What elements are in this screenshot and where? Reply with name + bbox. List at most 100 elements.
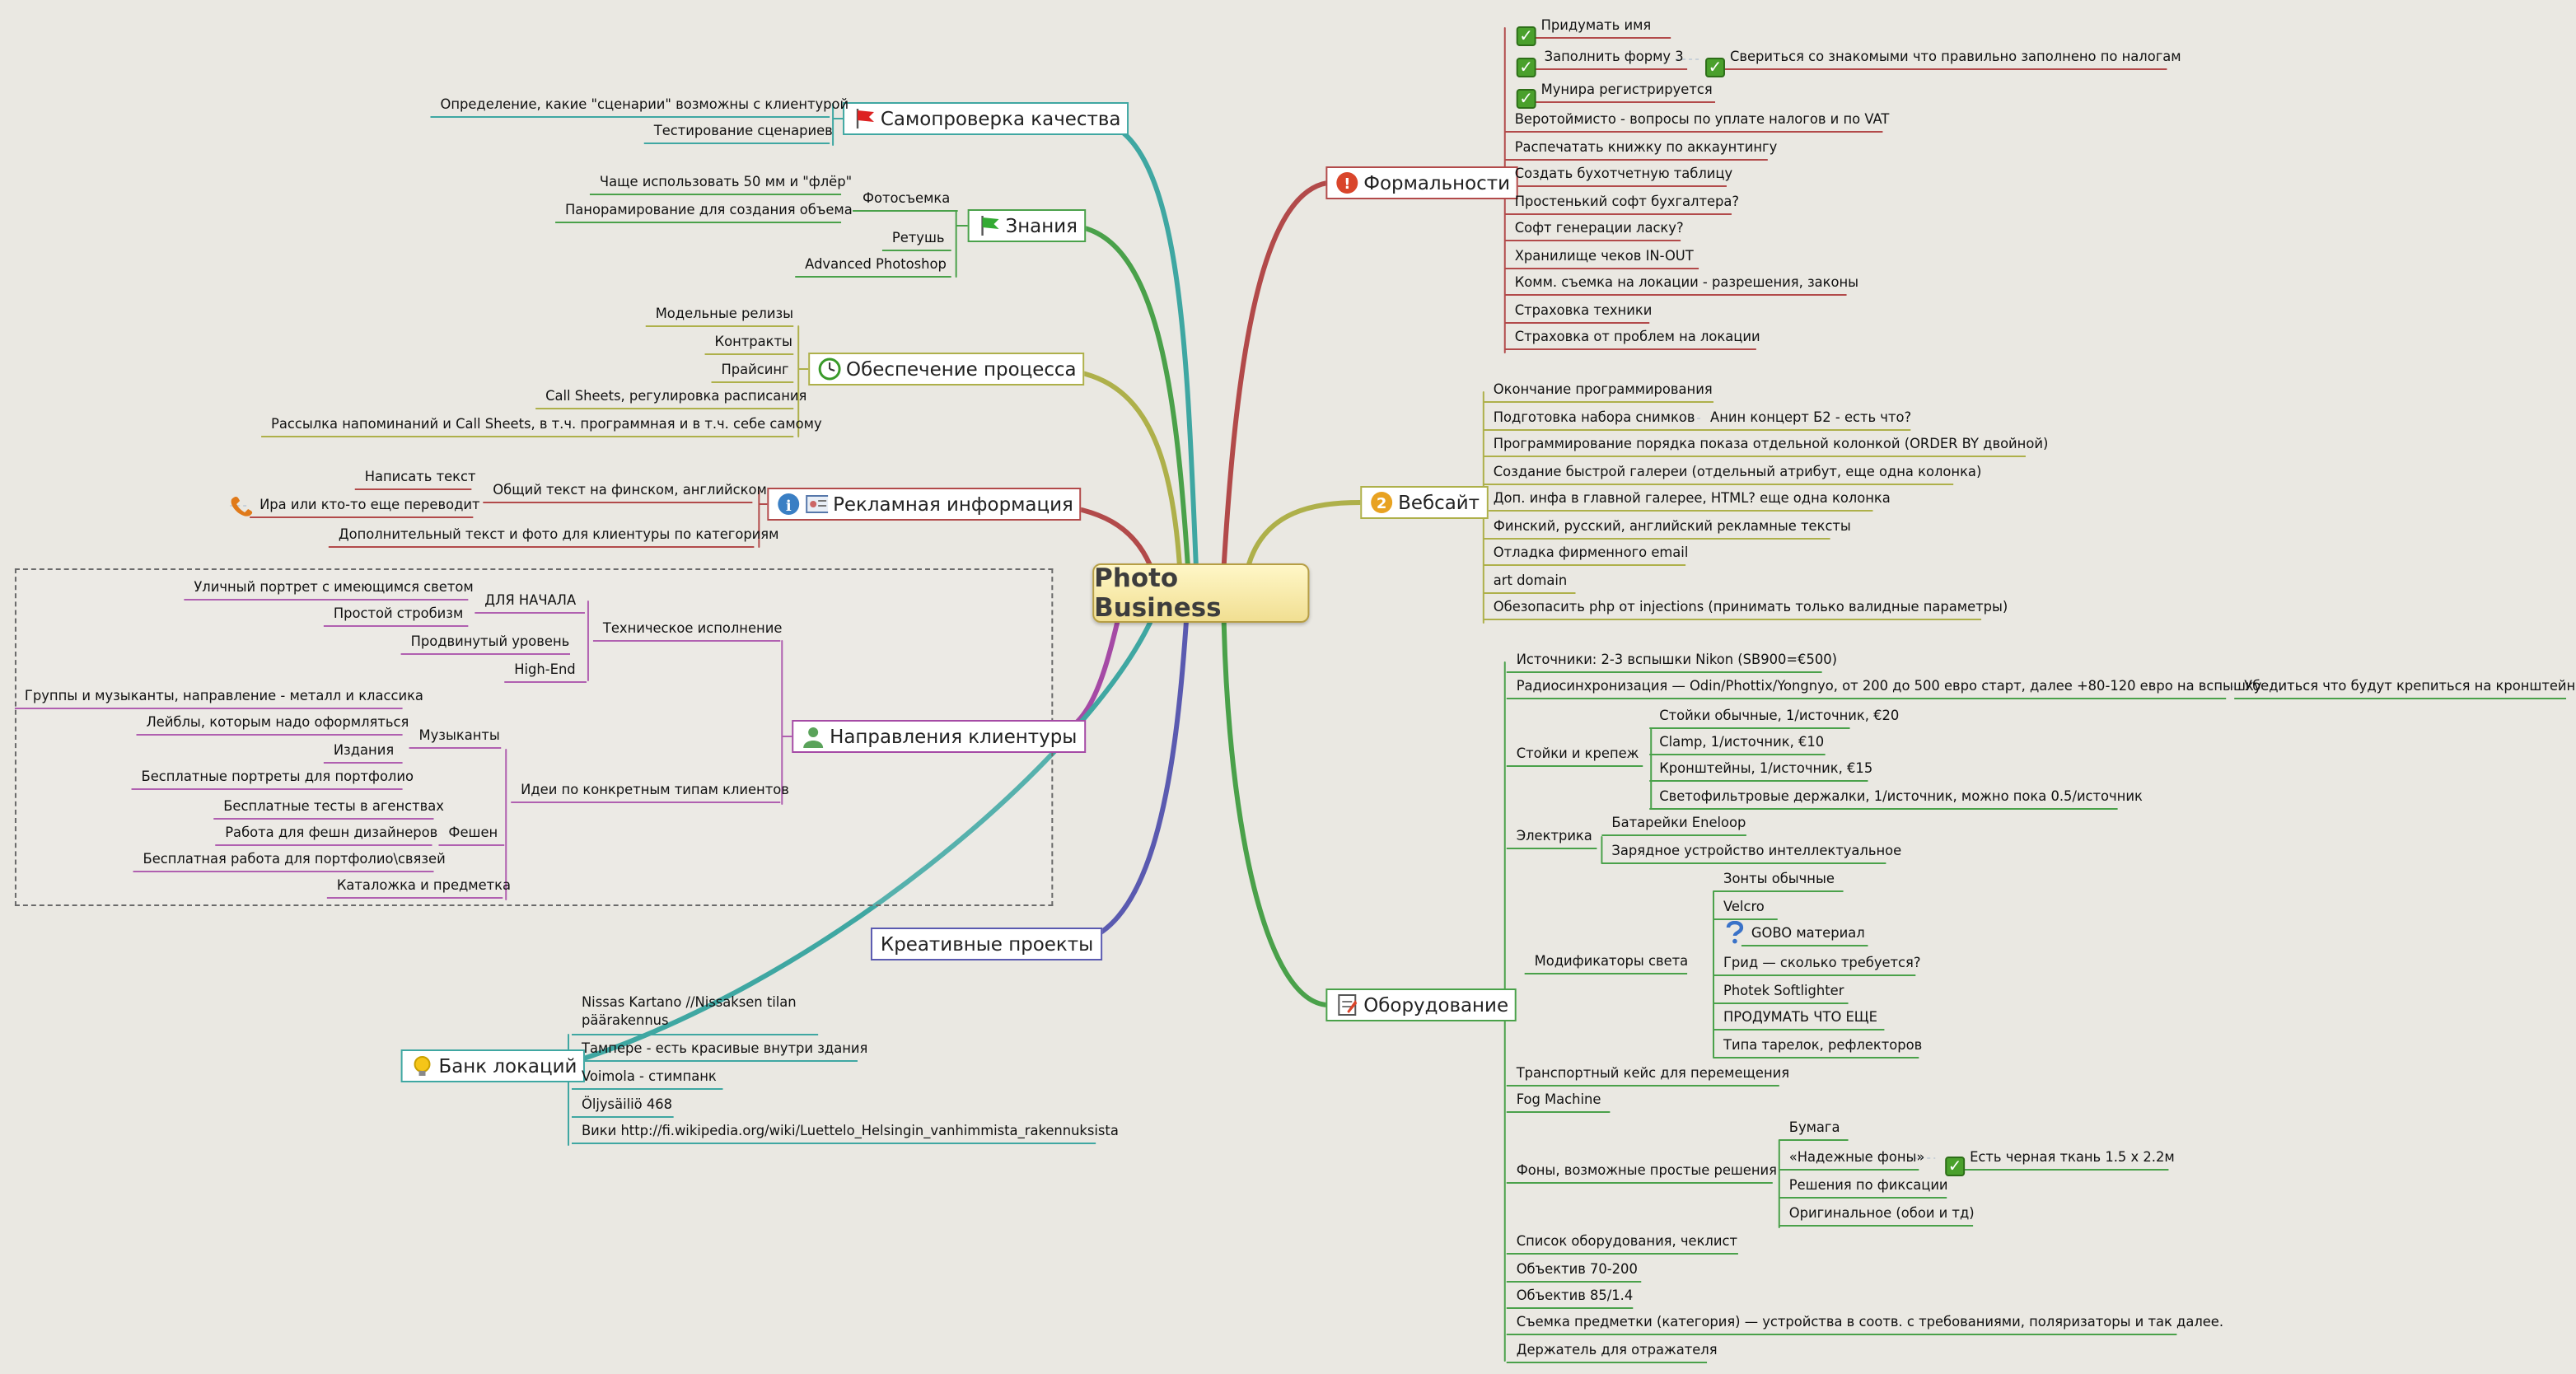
central-topic[interactable]: Photo Business xyxy=(1092,563,1310,623)
node-equip-m6[interactable]: ПРОДУМАТЬ ЧТО ЕЩЕ xyxy=(1723,1008,1878,1025)
node-equip-refl[interactable]: Держатель для отражателя xyxy=(1516,1341,1718,1358)
node-formal-i8[interactable]: Хранилище чеков IN-OUT xyxy=(1514,247,1694,264)
node-ads-extra[interactable]: Дополнительный текст и фото для клиентур… xyxy=(338,526,779,542)
topic-client-directions[interactable]: Направления клиентуры xyxy=(792,720,1086,753)
node-equip-bg2[interactable]: «Надежные фоны» xyxy=(1788,1148,1925,1165)
node-web-i4[interactable]: Доп. инфа в главной галерее, HTML? еще о… xyxy=(1493,489,1891,506)
node-bank-i3[interactable]: Öljysäiliö 468 xyxy=(581,1096,673,1112)
node-equip-bg2b[interactable]: Есть черная ткань 1.5 x 2.2м xyxy=(1970,1148,2175,1165)
node-process-i3[interactable]: Call Sheets, регулировка расписания xyxy=(545,387,807,404)
topic-knowledge[interactable]: Знания xyxy=(967,209,1086,242)
node-clients-tech[interactable]: Техническое исполнение xyxy=(602,619,783,636)
node-ads-transl[interactable]: Ира или кто-то еще переводит xyxy=(259,496,480,512)
topic-website[interactable]: 2 Вебсайт xyxy=(1360,486,1489,519)
topic-formalities[interactable]: ! Формальности xyxy=(1325,166,1518,199)
node-knowledge-p1[interactable]: Чаще использовать 50 мм и "флёр" xyxy=(599,173,853,189)
node-formal-i9[interactable]: Комм. съемка на локации - разрешения, за… xyxy=(1514,273,1859,290)
node-equip-fog[interactable]: Fog Machine xyxy=(1516,1091,1601,1107)
node-ads-write[interactable]: Написать текст xyxy=(364,468,476,484)
node-formal-i11[interactable]: Страховка от проблем на локации xyxy=(1514,328,1760,344)
topic-location-bank[interactable]: Банк локаций xyxy=(400,1049,586,1082)
node-web-i1b[interactable]: Анин концерт Б2 - есть что? xyxy=(1710,409,1912,425)
node-clients-f3[interactable]: Бесплатная работа для портфолио\связей xyxy=(143,850,446,867)
node-clients-start[interactable]: ДЛЯ НАЧАЛА xyxy=(484,591,577,608)
node-equip-mod[interactable]: Модификаторы света xyxy=(1534,952,1689,969)
node-process-i2[interactable]: Прайсинг xyxy=(721,361,789,377)
node-equip-m1[interactable]: Зонты обычные xyxy=(1723,870,1835,886)
node-quality-i0[interactable]: Определение, какие "сценарии" возможны с… xyxy=(440,96,849,112)
node-clients-mu1[interactable]: Группы и музыканты, направление - металл… xyxy=(24,687,423,703)
node-bank-i1[interactable]: Тампере - есть красивые внутри здания xyxy=(581,1040,868,1056)
node-equip-bg[interactable]: Фоны, возможные простые решения xyxy=(1516,1161,1777,1178)
node-equip-lens1[interactable]: Объектив 70-200 xyxy=(1516,1260,1638,1277)
node-formal-i0[interactable]: Придумать имя xyxy=(1540,16,1652,33)
node-quality-i1[interactable]: Тестирование сценариев xyxy=(653,122,833,138)
node-equip-st2[interactable]: Clamp, 1/источник, €10 xyxy=(1659,733,1825,750)
node-clients-mus[interactable]: Музыканты xyxy=(418,727,500,743)
node-clients-cat[interactable]: Каталожка и предметка xyxy=(336,876,512,893)
node-formal-i1[interactable]: Заполнить форму 3 xyxy=(1544,48,1684,64)
node-web-i7[interactable]: art domain xyxy=(1493,572,1568,588)
node-web-i8[interactable]: Обезопасить php от injections (принимать… xyxy=(1493,598,2008,615)
node-formal-i5[interactable]: Создать бухотчетную таблицу xyxy=(1514,165,1733,181)
topic-quality-check[interactable]: Самопроверка качества xyxy=(843,102,1129,135)
topic-equipment[interactable]: Оборудование xyxy=(1325,988,1517,1021)
node-web-i0[interactable]: Окончание программирования xyxy=(1493,381,1713,397)
node-formal-i7[interactable]: Софт генерации ласку? xyxy=(1514,219,1684,236)
node-equip-lens2[interactable]: Объектив 85/1.4 xyxy=(1516,1287,1634,1303)
node-process-i1[interactable]: Контракты xyxy=(714,333,792,349)
node-clients-high[interactable]: High-End xyxy=(514,661,576,677)
node-process-i4[interactable]: Рассылка напоминаний и Call Sheets, в т.… xyxy=(271,415,822,432)
node-formal-i10[interactable]: Страховка техники xyxy=(1514,301,1653,318)
node-formal-i3[interactable]: Веротоймисто - вопросы по уплате налогов… xyxy=(1514,110,1890,127)
node-clients-f1[interactable]: Бесплатные тесты в агенствах xyxy=(223,797,444,814)
node-web-i5[interactable]: Финский, русский, английский рекламные т… xyxy=(1493,517,1851,534)
node-bank-i2[interactable]: Voimola - стимпанк xyxy=(581,1068,717,1084)
node-formal-i4[interactable]: Распечатать книжку по аккаунтингу xyxy=(1514,138,1778,155)
node-process-i0[interactable]: Модельные релизы xyxy=(655,305,794,321)
node-equip-elec[interactable]: Электрика xyxy=(1516,827,1592,844)
node-equip-stands[interactable]: Стойки и крепеж xyxy=(1516,745,1639,761)
node-clients-s1[interactable]: Уличный портрет с имеющимся светом xyxy=(194,578,474,595)
node-equip-m2[interactable]: Velcro xyxy=(1723,898,1765,914)
node-equip-st4[interactable]: Светофильтровые держалки, 1/источник, мо… xyxy=(1659,787,2143,804)
node-equip-m3[interactable]: GOBO материал xyxy=(1751,924,1865,941)
node-equip-radio_b[interactable]: Убедиться что будут крепиться на кронште… xyxy=(2244,677,2576,694)
node-bank-i4[interactable]: Вики http://fi.wikipedia.org/wiki/Luette… xyxy=(581,1122,1119,1138)
node-equip-st3[interactable]: Кронштейны, 1/источник, €15 xyxy=(1659,759,1873,776)
node-equip-m5[interactable]: Photek Softlighter xyxy=(1723,982,1844,998)
node-web-i3[interactable]: Создание быстрой галереи (отдельный атри… xyxy=(1493,463,1982,479)
node-formal-i1b[interactable]: Свериться со знакомыми что правильно зап… xyxy=(1729,48,2181,64)
node-equip-m4[interactable]: Грид — сколько требуется? xyxy=(1723,954,1921,970)
node-equip-bg1[interactable]: Бумага xyxy=(1788,1119,1840,1135)
node-web-i1[interactable]: Подготовка набора снимков xyxy=(1493,409,1695,425)
node-clients-mu3[interactable]: Издания xyxy=(333,741,395,758)
node-equip-el2[interactable]: Зарядное устройство интеллектуальное xyxy=(1611,842,1902,858)
topic-creative-projects[interactable]: Креативные проекты xyxy=(870,928,1102,960)
node-bank-i0[interactable]: Nissas Kartano //Nissaksen tilan päärake… xyxy=(581,993,797,1028)
topic-process[interactable]: Обеспечение процесса xyxy=(808,353,1085,386)
topic-advertising[interactable]: i Рекламная информация xyxy=(767,488,1082,521)
node-knowledge-ps[interactable]: Advanced Photoshop xyxy=(805,255,947,272)
node-equip-src[interactable]: Источники: 2-3 вспышки Nikon (SB900=€500… xyxy=(1516,651,1837,667)
node-web-i2[interactable]: Программирование порядка показа отдельно… xyxy=(1493,435,2049,451)
node-equip-bg3[interactable]: Решения по фиксации xyxy=(1788,1176,1948,1193)
node-equip-case[interactable]: Транспортный кейс для перемещения xyxy=(1516,1064,1790,1081)
node-web-i6[interactable]: Отладка фирменного email xyxy=(1493,544,1689,560)
node-knowledge-photo[interactable]: Фотосъемка xyxy=(862,189,951,206)
node-equip-m7[interactable]: Типа тарелок, рефлекторов xyxy=(1723,1036,1923,1053)
node-clients-ideas[interactable]: Идеи по конкретным типам клиентов xyxy=(521,781,789,797)
node-formal-i2[interactable]: Мунира регистрируется xyxy=(1540,81,1713,97)
node-clients-f2[interactable]: Работа для фешн дизайнеров xyxy=(225,824,438,840)
node-clients-mu4[interactable]: Бесплатные портреты для портфолио xyxy=(141,768,414,784)
node-equip-st1[interactable]: Стойки обычные, 1/источник, €20 xyxy=(1659,707,1900,723)
node-knowledge-p2[interactable]: Панорамирование для создания объема xyxy=(565,201,853,217)
node-equip-el1[interactable]: Батарейки Eneloop xyxy=(1611,814,1746,830)
node-clients-fash[interactable]: Фешен xyxy=(448,824,498,840)
node-equip-radio[interactable]: Радиосинхронизация — Odin/Phottix/Yongny… xyxy=(1516,677,2262,694)
node-equip-list[interactable]: Список оборудования, чеклист xyxy=(1516,1232,1737,1249)
node-clients-mu2[interactable]: Лейблы, которым надо оформляться xyxy=(146,713,409,730)
node-ads-common[interactable]: Общий текст на финском, английском xyxy=(493,481,767,498)
node-formal-i6[interactable]: Простенький софт бухгалтера? xyxy=(1514,193,1740,209)
node-knowledge-retouch[interactable]: Ретушь xyxy=(891,229,945,245)
